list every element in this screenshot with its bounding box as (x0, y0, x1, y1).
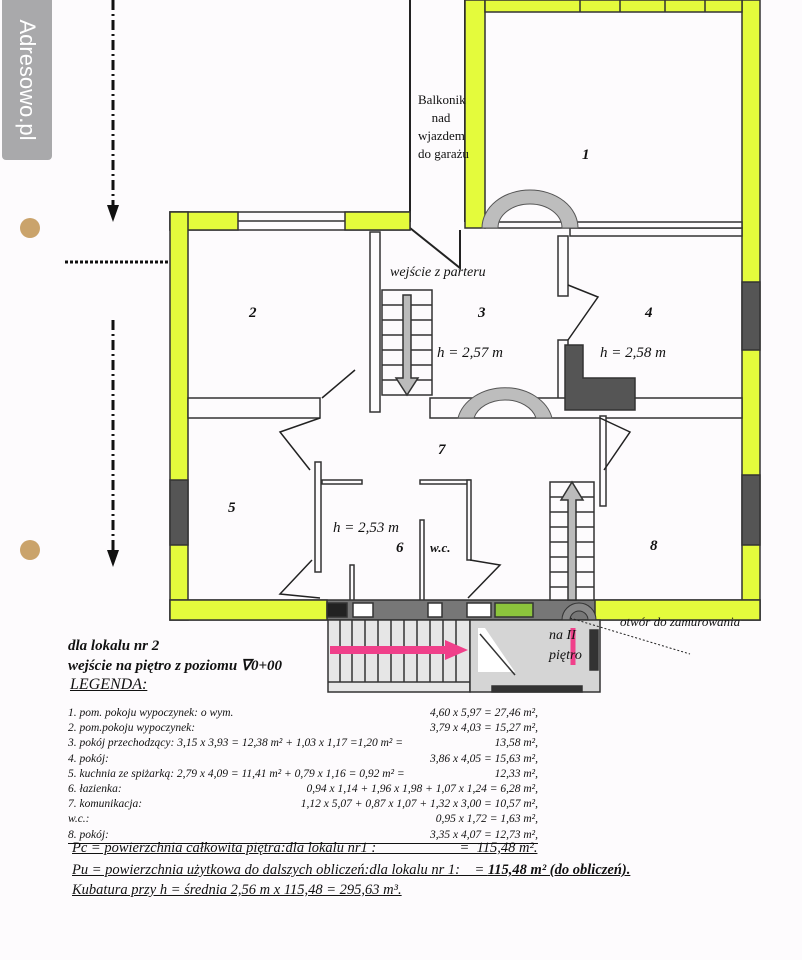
room-number: 7 (438, 442, 446, 458)
legend-row: 5. kuchnia ze spiżarką: 2,79 x 4,09 = 11… (68, 767, 538, 782)
binder-hole (20, 218, 40, 238)
arch-opening (457, 387, 553, 419)
door-swings (278, 284, 632, 599)
usable-area-value: 115,48 m² (do obliczeń). (487, 862, 631, 878)
ceiling-height: h = 2,53 m (333, 520, 399, 536)
balcony-label-line: wjazdem (418, 128, 465, 143)
legend-value: 4,60 x 5,97 = 27,46 m², (430, 707, 538, 719)
upper-floor-label-line: piętro (549, 648, 582, 663)
usable-area-label: Pu = powierzchnia użytkowa do dalszych o… (72, 862, 488, 878)
legend-value: 1,12 x 5,07 + 0,87 x 1,07 + 1,32 x 3,00 … (300, 798, 538, 811)
cubature: Kubatura przy h = średnia 2,56 m x 115,4… (72, 882, 402, 898)
staircase-down (381, 289, 433, 397)
legend-value: 0,94 x 1,14 + 1,96 x 1,98 + 1,07 x 1,24 … (306, 782, 538, 795)
legend-value: 3,35 x 4,07 = 12,73 m², (430, 828, 538, 841)
legend-label: 4. pokój: (68, 752, 109, 765)
total-area: Pc = powierzchnia całkowita piętra:dla l… (72, 840, 538, 856)
legend-row: 3. pokój przechodzący: 3,15 x 3,93 = 12,… (68, 736, 538, 751)
balcony-label: Balkonik nad wjazdem do garażu (418, 91, 469, 163)
room-number: 5 (228, 500, 236, 516)
room-number: 2 (249, 305, 257, 321)
arch-opening (481, 189, 579, 229)
legend-value: 3,86 x 4,05 = 15,63 m², (430, 752, 538, 765)
legend-label: 7. komunikacja: (68, 798, 143, 811)
section-arrow (65, 0, 168, 555)
legend-row: 2. pom.pokoju wypoczynek: 3,79 x 4,03 = 1… (68, 721, 538, 736)
arrow-down-icon (107, 550, 119, 567)
room-number: 6 (396, 540, 404, 556)
legend-list: 1. pom. pokoju wypoczynek: o wym. 4,60 x … (68, 706, 538, 844)
legend-value: 12,33 m², (494, 767, 538, 780)
legend-row: 1. pom. pokoju wypoczynek: o wym. 4,60 x … (68, 706, 538, 721)
leader-line (569, 617, 691, 655)
legend-label: 3. pokój przechodzący: 3,15 x 3,93 = 12,… (68, 737, 403, 750)
balcony-label-line: Balkonik (418, 92, 466, 107)
legend-label: 2. pom.pokoju wypoczynek: (68, 722, 196, 735)
wc-label: w.c. (430, 540, 451, 555)
legend-label: 5. kuchnia ze spiżarką: 2,79 x 4,09 = 11… (68, 767, 405, 780)
upper-floor-label: na II piętro (549, 626, 582, 666)
entrance-level-heading: wejście na piętro z poziomu ∇0+00 (68, 658, 283, 674)
usable-area: Pu = powierzchnia użytkowa do dalszych o… (72, 862, 630, 879)
legend-row: 7. komunikacja: 1,12 x 5,07 + 0,87 x 1,07… (68, 797, 538, 812)
legend-row: 8. pokój: 3,35 x 4,07 = 12,73 m², (68, 828, 538, 844)
legend-value: 13,58 m², (494, 737, 538, 750)
arrow-down-icon (107, 205, 119, 222)
legend-value: 0,95 x 1,72 = 1,63 m², (435, 813, 538, 826)
ceiling-height: h = 2,58 m (600, 345, 666, 361)
legend-label: 1. pom. pokoju wypoczynek: o wym. (68, 707, 234, 719)
legend-label: w.c.: (68, 813, 90, 826)
room-number: 1 (582, 147, 590, 163)
legend-title: LEGENDA: (70, 676, 148, 693)
legend-label: 8. pokój: (68, 828, 109, 841)
watermark: Adresowo.pl (2, 0, 52, 160)
ceiling-height: h = 2,57 m (437, 345, 503, 361)
entrance-label: wejście z parteru (390, 265, 486, 280)
upper-floor-label-line: na II (549, 628, 576, 643)
room-number: 8 (650, 538, 658, 554)
legend-row: w.c.: 0,95 x 1,72 = 1,63 m², (68, 812, 538, 827)
legend-label: 6. łazienka: (68, 782, 122, 795)
room-number: 4 (645, 305, 653, 321)
opening-label: otwór do zamurowania (620, 614, 741, 629)
staircase-up (549, 480, 595, 601)
legend-row: 6. łazienka: 0,94 x 1,14 + 1,96 x 1,98 + … (68, 782, 538, 797)
legend-row: 4. pokój: 3,86 x 4,05 = 15,63 m², (68, 752, 538, 767)
room-number: 3 (478, 305, 486, 321)
arrow-right-icon (330, 640, 468, 660)
balcony-label-line: nad (431, 110, 451, 125)
legend-value: 3,79 x 4,03 = 15,27 m², (430, 722, 538, 735)
balcony-label-line: do garażu (418, 146, 469, 161)
unit-heading: dla lokalu nr 2 (68, 638, 160, 654)
binder-hole (20, 540, 40, 560)
walls (169, 0, 761, 621)
